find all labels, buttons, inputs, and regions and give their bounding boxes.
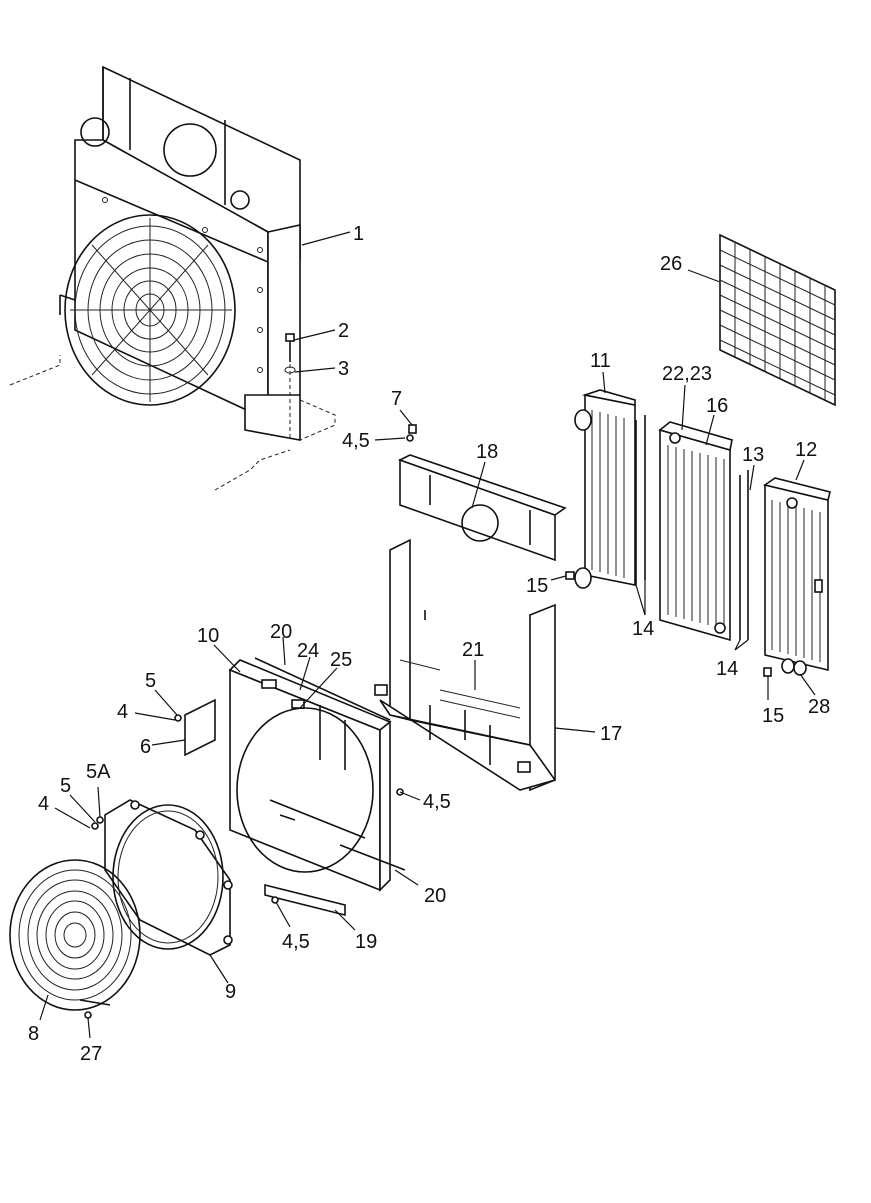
callout-16: 16 bbox=[706, 395, 728, 417]
callout-13: 13 bbox=[742, 444, 764, 466]
callout-15-right: 15 bbox=[762, 705, 784, 727]
callout-5-lower: 5 bbox=[60, 775, 71, 797]
callout-12: 12 bbox=[795, 439, 817, 461]
callout-15-left: 15 bbox=[526, 575, 548, 597]
strip-20-top bbox=[254, 657, 391, 721]
callout-21: 21 bbox=[462, 639, 484, 661]
callout-14-right: 14 bbox=[716, 658, 738, 680]
callout-7: 7 bbox=[391, 388, 402, 410]
callout-labels: 1 2 3 7 4,5 18 11 22,23 16 26 12 13 14 1… bbox=[28, 223, 830, 1065]
cooler-11 bbox=[574, 389, 636, 589]
callout-1: 1 bbox=[353, 223, 364, 245]
callout-17: 17 bbox=[600, 723, 622, 745]
callout-9: 9 bbox=[225, 981, 236, 1003]
plate-19 bbox=[264, 883, 346, 917]
callout-24: 24 bbox=[297, 640, 319, 662]
callout-3: 3 bbox=[338, 358, 349, 380]
callout-6: 6 bbox=[140, 736, 151, 758]
bracket-18 bbox=[397, 454, 567, 562]
callout-11: 11 bbox=[590, 350, 611, 372]
callout-10: 10 bbox=[197, 625, 219, 647]
callout-20-top: 20 bbox=[270, 621, 292, 643]
callout-4-5-top: 4,5 bbox=[342, 430, 370, 452]
callout-5-upper: 5 bbox=[145, 670, 156, 692]
radiator-assembly bbox=[9, 65, 336, 491]
callout-8: 8 bbox=[28, 1023, 39, 1045]
callout-5A: 5A bbox=[86, 761, 111, 783]
callout-26: 26 bbox=[660, 253, 682, 275]
cooler-16 bbox=[658, 421, 733, 642]
callout-28: 28 bbox=[808, 696, 830, 718]
frame-17 bbox=[374, 538, 557, 792]
fan-guard-assembly bbox=[64, 214, 236, 406]
callout-18: 18 bbox=[476, 441, 498, 463]
callout-4-lower: 4 bbox=[38, 793, 49, 815]
callout-19: 19 bbox=[355, 931, 377, 953]
shroud-frame-10 bbox=[228, 659, 392, 892]
callout-2: 2 bbox=[338, 320, 349, 342]
callout-4-5-bottom: 4,5 bbox=[282, 931, 310, 953]
strip-20-bottom bbox=[339, 844, 406, 871]
plate-6 bbox=[184, 698, 216, 757]
callout-4-5-mid: 4,5 bbox=[423, 791, 451, 813]
ring-9 bbox=[104, 799, 233, 956]
leader-lines bbox=[39, 231, 816, 1039]
callout-4-upper: 4 bbox=[117, 701, 128, 723]
callout-22-23: 22,23 bbox=[662, 363, 712, 385]
callout-14-left: 14 bbox=[632, 618, 654, 640]
callout-25: 25 bbox=[330, 649, 352, 671]
screen-26 bbox=[719, 233, 836, 407]
callout-20-bottom: 20 bbox=[424, 885, 446, 907]
fasteners bbox=[84, 424, 417, 1019]
fan-guard-8 bbox=[9, 859, 141, 1011]
callout-27: 27 bbox=[80, 1043, 102, 1065]
cooler-12 bbox=[763, 477, 831, 676]
